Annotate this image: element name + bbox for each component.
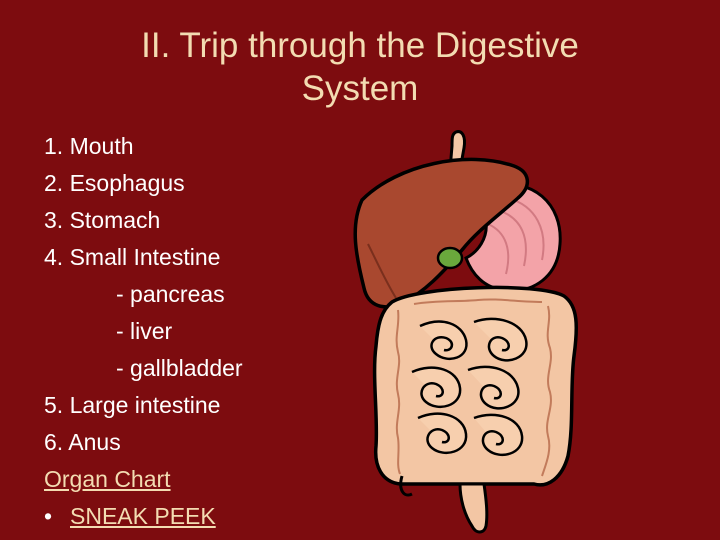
list-item-gallbladder: - gallbladder bbox=[116, 355, 243, 381]
list-item-liver: - liver bbox=[116, 318, 173, 344]
sneak-peek-link[interactable]: SNEAK PEEK bbox=[70, 503, 216, 529]
rectum-shape bbox=[458, 482, 489, 534]
liver-shape bbox=[353, 157, 529, 309]
title-line-2: System bbox=[301, 69, 419, 108]
slide-title: II. Trip through the Digestive System bbox=[60, 24, 660, 110]
list-item-pancreas: - pancreas bbox=[116, 281, 225, 307]
organ-chart-link[interactable]: Organ Chart bbox=[44, 466, 171, 492]
sneak-peek-item: • SNEAK PEEK bbox=[44, 498, 344, 535]
large-intestine-shape bbox=[372, 285, 579, 487]
small-intestine-shape bbox=[411, 317, 528, 456]
list-item-anus: 6. Anus bbox=[44, 429, 121, 455]
list-item-mouth: 1. Mouth bbox=[44, 133, 134, 159]
organ-chart-item: Organ Chart bbox=[44, 461, 344, 498]
bullet-icon: • bbox=[44, 503, 53, 529]
digestive-steps-list: 1. Mouth 2. Esophagus 3. Stomach 4. Smal… bbox=[44, 128, 344, 535]
list-item-small-intestine: 4. Small Intestine bbox=[44, 244, 221, 270]
digestive-system-illustration bbox=[353, 130, 579, 534]
list-item-esophagus: 2. Esophagus bbox=[44, 170, 185, 196]
gallbladder-shape bbox=[436, 246, 464, 270]
appendix-shape bbox=[399, 475, 413, 497]
list-item-stomach: 3. Stomach bbox=[44, 207, 161, 233]
title-line-1: II. Trip through the Digestive bbox=[141, 26, 579, 65]
list-item-large-intestine: 5. Large intestine bbox=[44, 392, 221, 418]
